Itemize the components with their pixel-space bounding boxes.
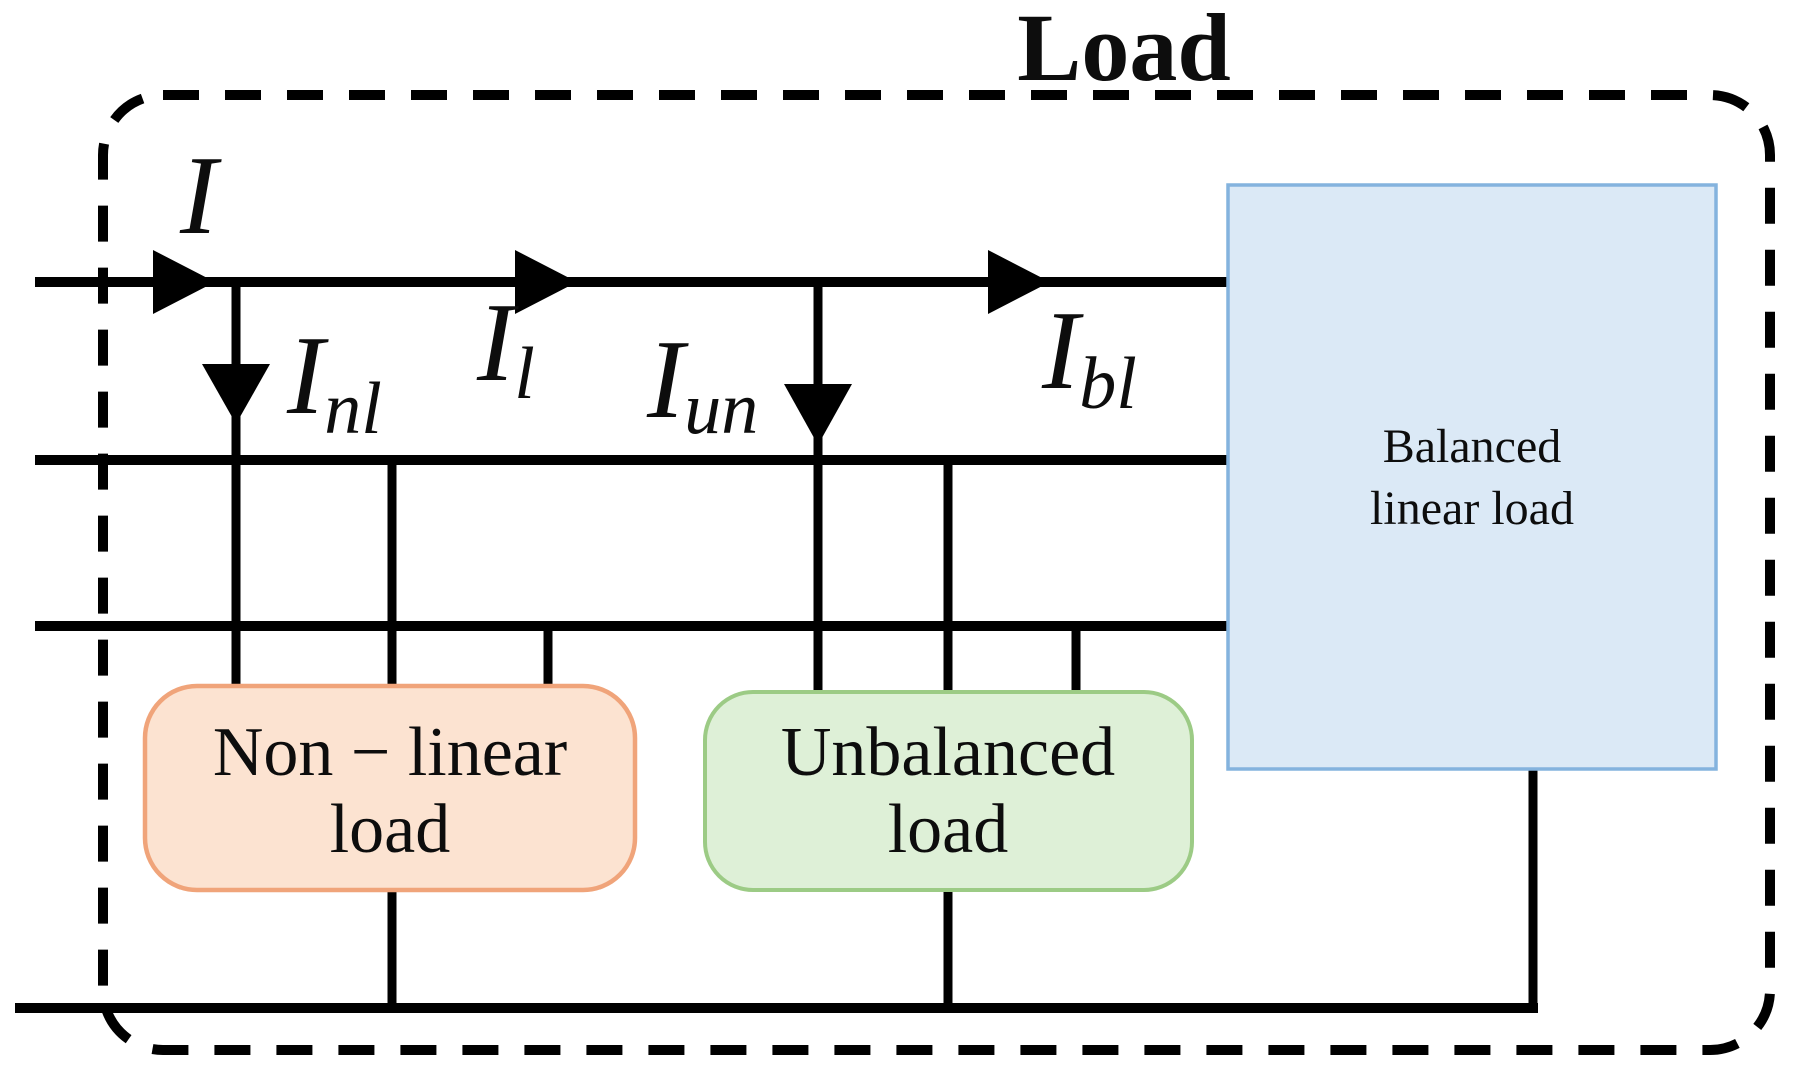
balanced-load-box: [1226, 183, 1718, 771]
balanced-load-label-line1: Balanced: [1383, 420, 1562, 473]
current-label-unbalanced: Iun: [646, 318, 758, 450]
nonlinear-load-box: [142, 683, 638, 893]
branch-lines: [231, 282, 1538, 1013]
arrow-right-supply-icon: [153, 250, 215, 314]
arrow-right-balanced-icon: [988, 250, 1050, 314]
current-label-linear-main: I: [476, 281, 519, 405]
arrow-down-unbalanced-icon: [784, 384, 852, 445]
unbalanced-load-label-line2: load: [888, 791, 1009, 868]
current-label-balanced: Ibl: [1041, 289, 1137, 425]
current-label-linear: Il: [476, 281, 535, 415]
box-labels: Non − linear load Unbalanced load Balanc…: [213, 420, 1574, 868]
current-label-nonlinear-main: I: [286, 314, 329, 438]
unbalanced-load-label-line1: Unbalanced: [781, 714, 1115, 791]
load-boundary-dashed-border: [98, 90, 1775, 1055]
current-label-balanced-sub: bl: [1079, 343, 1137, 425]
arrow-down-nonlinear-icon: [202, 364, 270, 424]
current-label-nonlinear-sub: nl: [324, 368, 382, 450]
current-label-supply-main: I: [179, 134, 222, 258]
current-label-balanced-main: I: [1041, 289, 1084, 413]
current-labels: I Inl Il Iun Ibl: [179, 134, 1137, 450]
balanced-load-label-line2: linear load: [1370, 482, 1574, 535]
unbalanced-load-box: [703, 690, 1194, 892]
current-label-supply: I: [179, 134, 222, 258]
nonlinear-load-label-line2: load: [330, 791, 451, 868]
current-label-unbalanced-main: I: [646, 318, 689, 442]
current-label-nonlinear: Inl: [286, 314, 382, 450]
arrowheads: [153, 250, 1050, 445]
current-label-unbalanced-sub: un: [684, 368, 758, 450]
arrow-right-linear-icon: [515, 250, 577, 314]
diagram-title: Load: [1017, 0, 1230, 101]
current-label-linear-sub: l: [514, 333, 535, 415]
nonlinear-load-label-line1: Non − linear: [213, 714, 567, 791]
